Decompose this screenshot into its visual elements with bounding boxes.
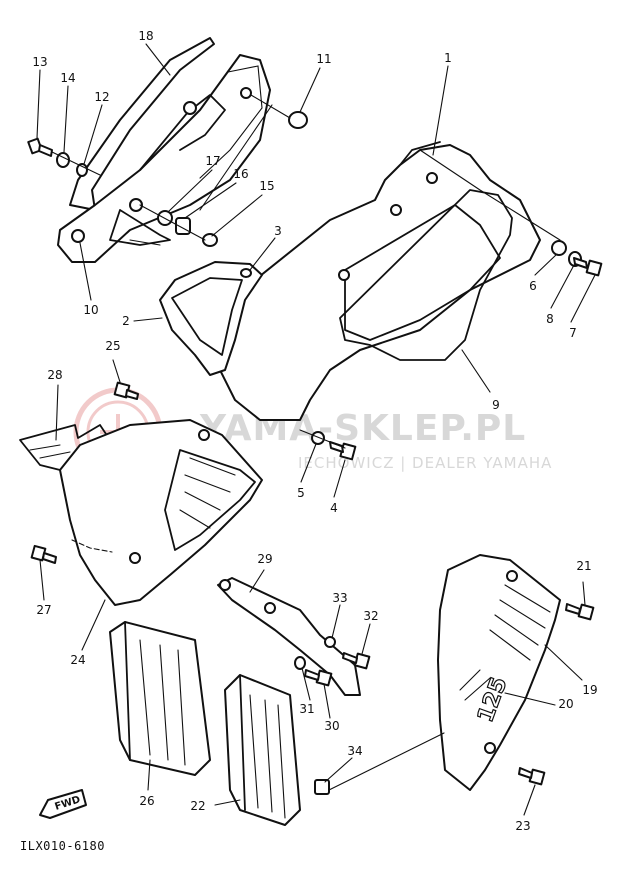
- leader-lines: [36, 43, 596, 816]
- part-33-nut: [324, 636, 336, 648]
- part-2-air-scoop: [159, 261, 263, 376]
- callout-2: 2: [122, 314, 130, 328]
- callout-28: 28: [47, 368, 62, 382]
- callout-30: 30: [324, 719, 339, 733]
- part-27-bolt: [30, 544, 57, 564]
- part-5-collar: [311, 431, 325, 445]
- callout-4: 4: [330, 501, 338, 515]
- part-22-radiator-guard-right: [224, 674, 301, 826]
- part-21-bolt: [565, 603, 595, 621]
- callout-9: 9: [492, 398, 500, 412]
- part-34-clip: [314, 779, 330, 795]
- callout-11: 11: [316, 52, 331, 66]
- callout-5: 5: [297, 486, 305, 500]
- watermark-title: YAMA-SKLEP.PL: [199, 408, 526, 449]
- part-9-side-cover-pad: [339, 149, 561, 361]
- callout-13: 13: [32, 55, 47, 69]
- callout-17: 17: [205, 154, 220, 168]
- callout-29: 29: [257, 552, 272, 566]
- part-18-side-cover-upper: [57, 37, 273, 263]
- watermark-subtitle: IECHOWICZ | DEALER YAMAHA: [298, 454, 552, 472]
- part-19-radiator-shroud-right: [437, 554, 561, 791]
- part-29-bracket: [217, 577, 361, 696]
- part-1-side-cover: [214, 141, 541, 421]
- callout-6: 6: [529, 279, 537, 293]
- callout-7: 7: [569, 326, 577, 340]
- callout-31: 31: [299, 702, 314, 716]
- callout-8: 8: [546, 312, 554, 326]
- part-30-bolt: [304, 669, 333, 687]
- callout-16: 16: [233, 167, 248, 181]
- callout-32: 32: [363, 609, 378, 623]
- callout-3: 3: [274, 224, 282, 238]
- part-23-bolt: [518, 767, 546, 786]
- callout-14: 14: [60, 71, 75, 85]
- part-26-radiator-guard-left: [109, 621, 211, 776]
- callout-23: 23: [515, 819, 530, 833]
- callout-20: 20: [558, 697, 573, 711]
- callout-25: 25: [105, 339, 120, 353]
- callout-18: 18: [138, 29, 153, 43]
- callout-27: 27: [36, 603, 51, 617]
- callout-15: 15: [259, 179, 274, 193]
- callout-12: 12: [94, 90, 109, 104]
- callout-24: 24: [70, 653, 85, 667]
- callout-19: 19: [582, 683, 597, 697]
- part-6-collar: [551, 240, 567, 256]
- part-13-bolt: [27, 137, 53, 157]
- part-24-radiator-shroud-left: [59, 419, 263, 606]
- part-11-grommet: [240, 87, 308, 129]
- part-7-bolt: [573, 257, 603, 277]
- part-32-bolt: [342, 652, 371, 670]
- part-31-collar: [294, 656, 306, 670]
- drawing-code: ILX010-6180: [20, 839, 105, 853]
- callout-33: 33: [332, 591, 347, 605]
- fwd-direction-mark: FWD: [39, 789, 87, 819]
- callout-numbers: 1 2 3 4 5 6 7 8 9 10 11 12 13 14 15 16 1…: [32, 29, 597, 833]
- callout-34: 34: [347, 744, 362, 758]
- callout-26: 26: [139, 794, 154, 808]
- part-25-bolt: [113, 381, 139, 400]
- callout-22: 22: [190, 799, 205, 813]
- part-15-nut: [202, 233, 218, 247]
- callout-21: 21: [576, 559, 591, 573]
- callout-10: 10: [83, 303, 98, 317]
- part-3-grommet: [240, 268, 252, 278]
- callout-1: 1: [444, 51, 452, 65]
